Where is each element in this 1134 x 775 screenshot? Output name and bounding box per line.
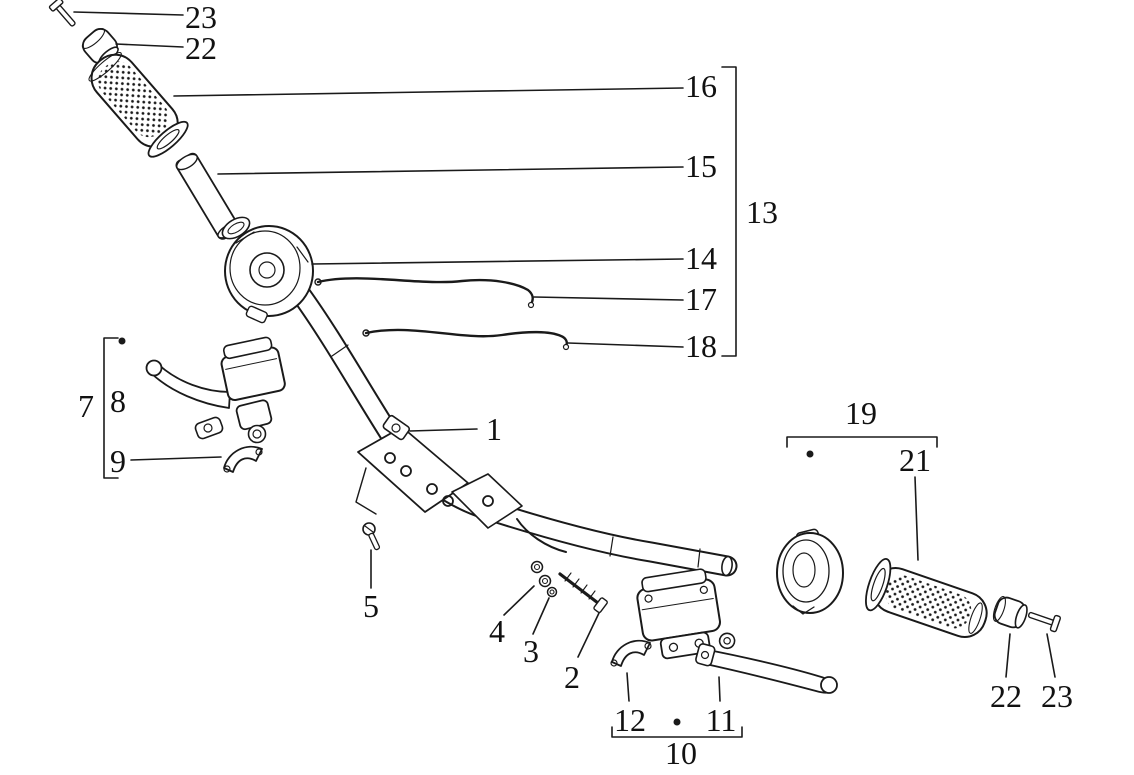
callout-17: 17 <box>685 281 717 317</box>
bearing-ring <box>221 216 251 240</box>
assembly-dot <box>673 718 681 726</box>
grip-screw-left <box>48 0 76 27</box>
washer-3 <box>546 586 558 598</box>
left-switch-housing <box>224 225 314 324</box>
right-grip <box>865 558 988 638</box>
left-grip <box>88 51 189 158</box>
callout-2: 2 <box>564 659 580 695</box>
callout-23-top-left: 23 <box>185 0 217 35</box>
handlebar-clamp-left <box>223 445 263 473</box>
screw-5 <box>362 522 381 551</box>
right-switch-housing <box>776 528 844 615</box>
callout-11: 11 <box>705 702 737 738</box>
washers-4 <box>530 560 552 588</box>
callout-15: 15 <box>685 148 717 184</box>
brake-cable <box>362 328 570 351</box>
throttle-cable <box>314 277 535 309</box>
front-brake-master-cylinder <box>145 336 286 444</box>
rear-brake-master-cylinder <box>636 568 736 660</box>
callout-21: 21 <box>899 442 931 478</box>
grip-screw-right <box>1027 611 1061 633</box>
group-brackets <box>103 66 938 738</box>
screw-2 <box>558 572 608 614</box>
callout-18: 18 <box>685 328 717 364</box>
leader-lines <box>73 11 1056 702</box>
callout-1: 1 <box>486 411 502 447</box>
assembly-dot <box>806 450 814 458</box>
callout-9: 9 <box>110 443 126 479</box>
callout-19: 19 <box>845 395 877 431</box>
handlebar-clamp-right <box>610 639 652 667</box>
callout-3: 3 <box>523 633 539 669</box>
grip-end-cap-right <box>992 595 1028 629</box>
callout-7: 7 <box>78 388 94 424</box>
handlebar-clamp-plate <box>355 414 567 553</box>
callout-22-bottom-right: 22 <box>990 678 1022 714</box>
callout-8: 8 <box>110 383 126 419</box>
callout-23-bottom-right: 23 <box>1041 678 1073 714</box>
callout-5: 5 <box>363 588 379 624</box>
callout-10: 10 <box>665 735 697 771</box>
brake-lever-right <box>695 643 838 694</box>
callout-13: 13 <box>746 194 778 230</box>
callout-14: 14 <box>685 240 717 276</box>
assembly-dot <box>118 337 126 345</box>
callout-16: 16 <box>685 68 717 104</box>
callout-12: 12 <box>614 702 646 738</box>
callout-22-top-left: 22 <box>185 30 217 66</box>
callout-4: 4 <box>489 613 505 649</box>
